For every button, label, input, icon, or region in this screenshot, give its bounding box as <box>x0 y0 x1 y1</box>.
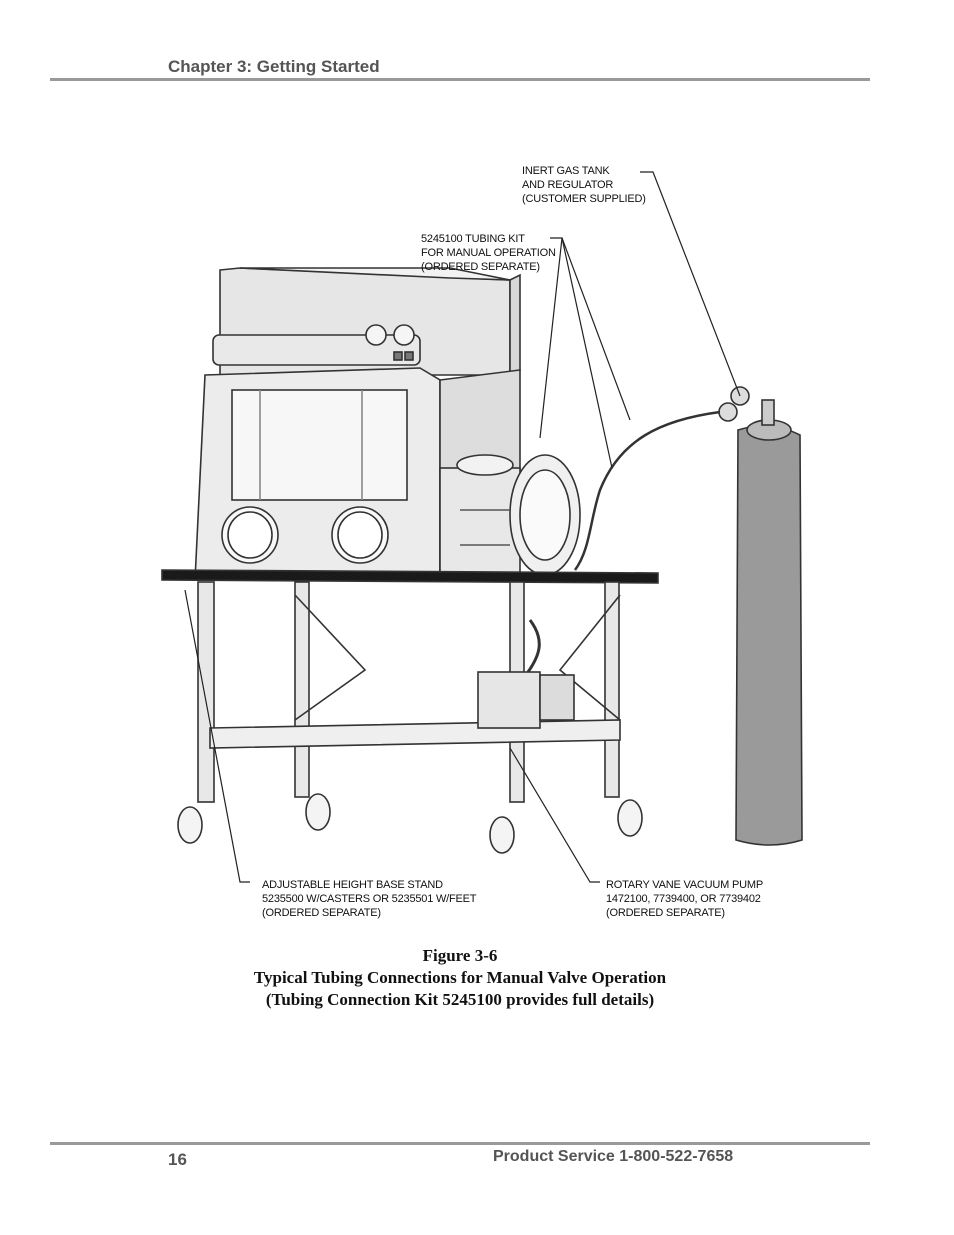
product-service-phone: Product Service 1-800-522-7658 <box>493 1148 734 1165</box>
callout-vacuum-pump-line-2: 1472100, 7739400, OR 7739402 <box>606 893 761 905</box>
figure-title: Typical Tubing Connections for Manual Va… <box>253 968 667 987</box>
figure-number: Figure 3-6 <box>422 946 498 965</box>
callout-gas-tank-line-3: (CUSTOMER SUPPLIED) <box>522 193 646 205</box>
tubing-connections-diagram: INERT GAS TANK AND REGULATOR (CUSTOMER S… <box>161 165 803 919</box>
footer-rule <box>50 1142 870 1145</box>
header-rule <box>50 78 870 81</box>
callout-leaders <box>184 171 741 883</box>
chapter-header: Chapter 3: Getting Started <box>168 57 380 76</box>
base-stand <box>161 569 659 854</box>
callout-tubing-kit-line-3: (ORDERED SEPARATE) <box>421 261 540 273</box>
callout-vacuum-pump-line-3: (ORDERED SEPARATE) <box>606 907 725 919</box>
figure-subtitle: (Tubing Connection Kit 5245100 provides … <box>265 990 655 1009</box>
callout-gas-tank: INERT GAS TANK AND REGULATOR (CUSTOMER S… <box>522 165 646 205</box>
callout-gas-tank-line-2: AND REGULATOR <box>522 179 613 191</box>
callout-vacuum-pump-line-1: ROTARY VANE VACUUM PUMP <box>606 879 763 891</box>
callout-vacuum-pump: ROTARY VANE VACUUM PUMP 1472100, 7739400… <box>606 879 763 919</box>
airlock-chamber <box>439 454 581 579</box>
vacuum-pump <box>477 619 575 729</box>
callout-base-stand-line-2: 5235500 W/CASTERS OR 5235501 W/FEET <box>262 893 477 905</box>
inert-gas-tubing <box>573 410 721 571</box>
callout-base-stand: ADJUSTABLE HEIGHT BASE STAND 5235500 W/C… <box>262 879 477 919</box>
figure-caption: Figure 3-6 Typical Tubing Connections fo… <box>150 945 770 1011</box>
callout-tubing-kit-line-1: 5245100 TUBING KIT <box>421 233 525 245</box>
glovebox-illustration: INERT GAS TANK AND REGULATOR (CUSTOMER S… <box>150 150 830 930</box>
callout-base-stand-line-1: ADJUSTABLE HEIGHT BASE STAND <box>262 879 443 891</box>
callout-tubing-kit-line-2: FOR MANUAL OPERATION <box>421 247 556 259</box>
inert-gas-tank <box>718 386 803 846</box>
callout-base-stand-line-3: (ORDERED SEPARATE) <box>262 907 381 919</box>
page-number: 16 <box>168 1150 187 1169</box>
callout-gas-tank-line-1: INERT GAS TANK <box>522 165 610 177</box>
callout-tubing-kit: 5245100 TUBING KIT FOR MANUAL OPERATION … <box>421 233 556 273</box>
